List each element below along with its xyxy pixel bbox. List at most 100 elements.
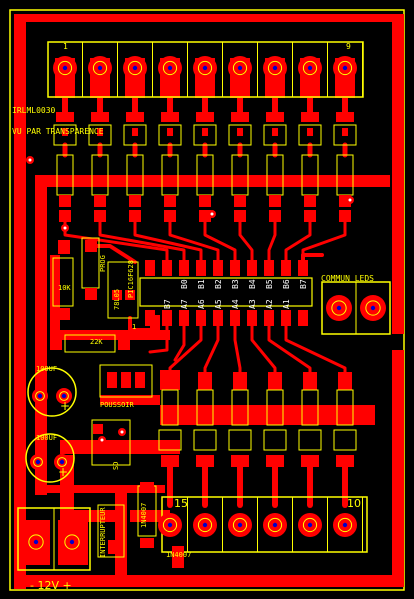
fanout-bottom-2	[233, 322, 242, 377]
cap0-pad-a-hole	[37, 393, 43, 399]
ic-top-pin-label-B4: B4	[248, 279, 257, 289]
cap1-pad-a-hole	[35, 459, 41, 465]
bottom-connector-pad-10-hole	[342, 522, 348, 528]
common-pad-1-ring	[331, 300, 347, 316]
ic-bottom-pin-5	[230, 310, 240, 326]
bottom-transistor-outline-4	[298, 429, 322, 451]
bottom-connector-pad-10-ring	[337, 517, 353, 533]
bottom-connector-pad-11-hole	[307, 522, 313, 528]
top-connector-pad-7-hole	[272, 65, 278, 71]
top-transistor-pad-1	[97, 128, 103, 136]
r10k-pad-bot	[58, 308, 70, 320]
r-22k-label: 22K	[90, 338, 103, 346]
ic-bottom-pin-label-A5: A5	[214, 299, 223, 309]
fanout-bottom-5	[284, 322, 347, 377]
fanout-top-1	[98, 220, 186, 264]
cap1-pad-b-hole	[59, 459, 65, 465]
top-connector-pad-9-hole	[342, 65, 348, 71]
diode1-label: 1N4007	[140, 503, 148, 528]
bottom-resistor-outline-2	[231, 389, 249, 426]
bottom-transistor-outline-0	[158, 429, 182, 451]
bottom-connector-pad-12-hole	[272, 522, 278, 528]
ic-bottom-pin-0	[145, 310, 155, 326]
top-transistor-drain-8	[336, 112, 354, 122]
ic-bottom-pin-9	[298, 310, 308, 326]
bottom-resistor-pad-2	[233, 372, 247, 390]
bottom-connector-pad-13-hole	[237, 522, 243, 528]
bottom-transistor-outline-3	[263, 429, 287, 451]
top-transistor-outline-1	[88, 124, 112, 146]
ic-bottom-pin-1	[162, 310, 172, 326]
top-transistor-drain-0	[56, 112, 74, 122]
top-connector-pad-8-ring	[302, 60, 318, 76]
ic-bottom-pin-label-A1: A1	[282, 299, 291, 309]
sd-outline	[91, 419, 131, 466]
top-transistor-pad-2	[132, 128, 138, 136]
cap-plus-1: +	[58, 465, 68, 479]
top-connector-pad-5-hole	[202, 65, 208, 71]
ic-bottom-pin-7	[264, 310, 274, 326]
ic-bottom-pin-3	[196, 310, 206, 326]
fanout-top-7	[284, 220, 312, 264]
pushbutton-pad-0	[107, 372, 117, 388]
sd-via-2-hole	[120, 430, 124, 434]
bottom-connector-pad-14-ring	[197, 517, 213, 533]
top-transistor-drain-5	[231, 112, 249, 122]
bottom-transistor-outline-5	[333, 429, 357, 451]
top-connector-pad-1-ring	[57, 60, 73, 76]
top-transistor-pad-4	[202, 128, 208, 136]
bottom-transistor-drain-1	[196, 455, 214, 467]
ic-bottom-pin-label-A4: A4	[231, 299, 240, 309]
bottom-connector-pad-14-hole	[202, 522, 208, 528]
r22k-outline	[64, 334, 116, 353]
cap-plus-0: +	[60, 399, 70, 413]
regulator-outline	[107, 261, 139, 319]
ic-top-pin-2	[179, 260, 189, 276]
cap1-pad-b-ring	[57, 457, 67, 467]
cap1-label: 100UF	[36, 365, 57, 373]
prog-label: PROG	[99, 255, 107, 272]
power-pad-pos-ring	[64, 534, 80, 550]
regulator-pad-2	[125, 290, 135, 300]
ic-top-pin-6	[247, 260, 257, 276]
via-2-hole	[28, 158, 32, 162]
cap0-pad-a-ring	[35, 391, 45, 401]
top-resistor-pad2-4	[199, 210, 211, 222]
top-resistor-pad-3	[164, 195, 176, 207]
prog-trace	[95, 244, 137, 264]
connector-bottom-first-label: 15	[174, 497, 188, 510]
bottom-resistor-pad-4	[303, 372, 317, 390]
cap1-pad-a-ring	[33, 457, 43, 467]
bottom-transistor-drain-3	[266, 455, 284, 467]
ic-top-pin-4	[213, 260, 223, 276]
top-resistor-pad-4	[199, 195, 211, 207]
top-transistor-drain-2	[126, 112, 144, 122]
ic-top-pin-9	[298, 260, 308, 276]
via-1-hole	[63, 226, 67, 230]
top-connector-pad-6-ring	[232, 60, 248, 76]
fanout-bottom-3	[250, 322, 277, 377]
top-transistor-outline-7	[298, 124, 322, 146]
ic-body-outline	[139, 277, 313, 307]
top-resistor-pad2-2	[129, 210, 141, 222]
r10k-outline	[52, 257, 74, 307]
power-pad-neg-ring	[28, 534, 44, 550]
common-pad-2-ring	[365, 300, 381, 316]
bottom-resistor-pad-0	[163, 372, 177, 390]
top-transistor-outline-3	[158, 124, 182, 146]
top-transistor-outline-8	[333, 124, 357, 146]
sd-via-hole	[100, 438, 104, 442]
top-resistor-pad-5	[234, 195, 246, 207]
cap2-label: 100UF	[36, 434, 57, 442]
top-resistor-pad2-8	[339, 210, 351, 222]
bottom-transistor-outline-2	[228, 429, 252, 451]
top-resistor-pad-0	[59, 195, 71, 207]
bottom-resistor-outline-0	[161, 389, 179, 426]
switch-pad	[108, 540, 118, 554]
switch-outline	[97, 504, 125, 558]
fanout-top-5	[238, 220, 254, 264]
top-connector-pad-1-hole	[62, 65, 68, 71]
diode2-pad	[172, 546, 184, 568]
top-resistor-pad2-7	[304, 210, 316, 222]
top-transistor-pad-7	[307, 128, 313, 136]
